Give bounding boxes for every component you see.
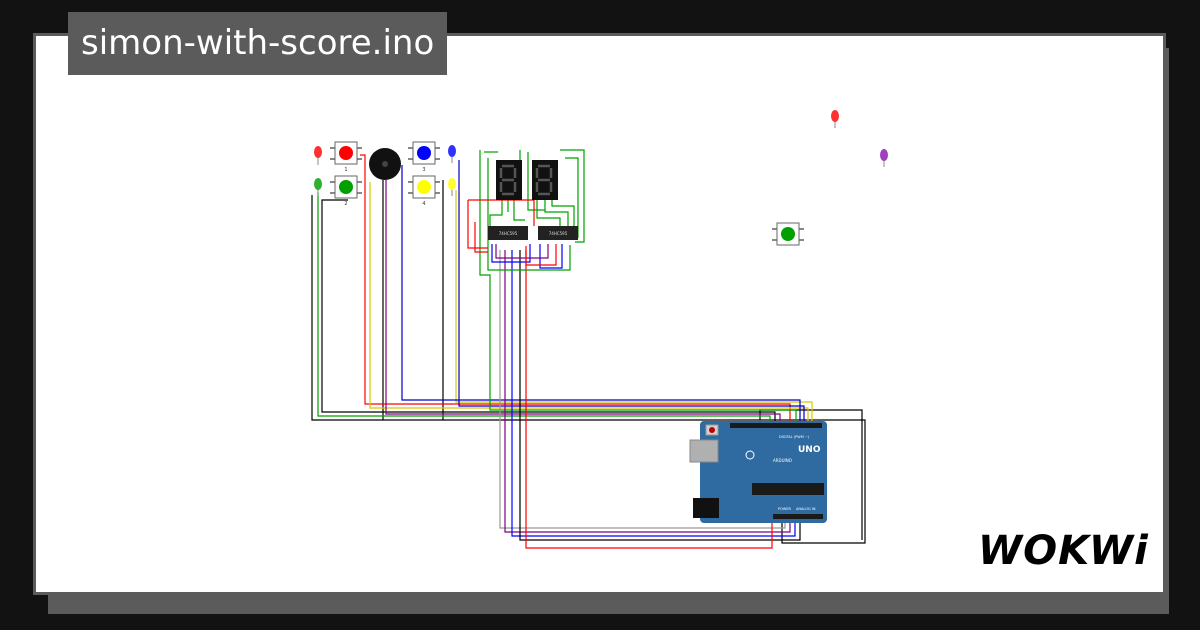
pushbutton-green[interactable]: 2 <box>330 175 362 207</box>
pushbutton-blue[interactable]: 3 <box>408 141 440 173</box>
power-jack <box>693 498 719 518</box>
buzzer[interactable] <box>369 148 401 180</box>
pushbutton-green-extra[interactable] <box>772 222 804 246</box>
board-uno-label: UNO <box>798 445 821 455</box>
atmega-chip <box>752 483 824 495</box>
seven-segment-display-2 <box>532 160 558 200</box>
button-label: 1 <box>344 167 347 173</box>
diagram-canvas[interactable] <box>33 33 1166 595</box>
button-label: 4 <box>422 201 425 207</box>
led-blue[interactable] <box>448 145 456 163</box>
button-label: 3 <box>422 167 425 173</box>
led-red-extra[interactable] <box>831 110 839 128</box>
seven-segment-display-1 <box>496 160 522 200</box>
analog-header <box>773 514 823 519</box>
led-red[interactable] <box>314 146 322 165</box>
arduino-uno-board[interactable]: DIGITAL (PWM ~) UNO ARDUINO POWER ANALOG… <box>689 421 827 523</box>
button-label: 2 <box>344 201 347 207</box>
digital-label: DIGITAL (PWM ~) <box>779 435 810 439</box>
led-yellow[interactable] <box>448 178 456 196</box>
arduino-logo-icon <box>745 450 755 460</box>
pushbutton-yellow[interactable]: 4 <box>408 175 440 207</box>
usb-port <box>689 439 719 463</box>
analog-label: ANALOG IN <box>796 507 816 511</box>
digital-header <box>730 423 822 428</box>
chip-label: 74HC595 <box>549 231 568 236</box>
wokwi-logo: WOKWi <box>978 528 1149 574</box>
chip-label: 74HC595 <box>499 231 518 236</box>
power-label: POWER <box>778 507 792 511</box>
project-title: simon-with-score.ino <box>68 12 448 75</box>
shift-register-1: 74HC595 <box>488 226 528 240</box>
pushbutton-red[interactable]: 1 <box>330 141 362 173</box>
board-arduino-label: ARDUINO <box>773 458 792 463</box>
led-green[interactable] <box>314 178 322 196</box>
shift-register-2: 74HC595 <box>538 226 578 240</box>
led-purple-extra[interactable] <box>880 149 888 167</box>
